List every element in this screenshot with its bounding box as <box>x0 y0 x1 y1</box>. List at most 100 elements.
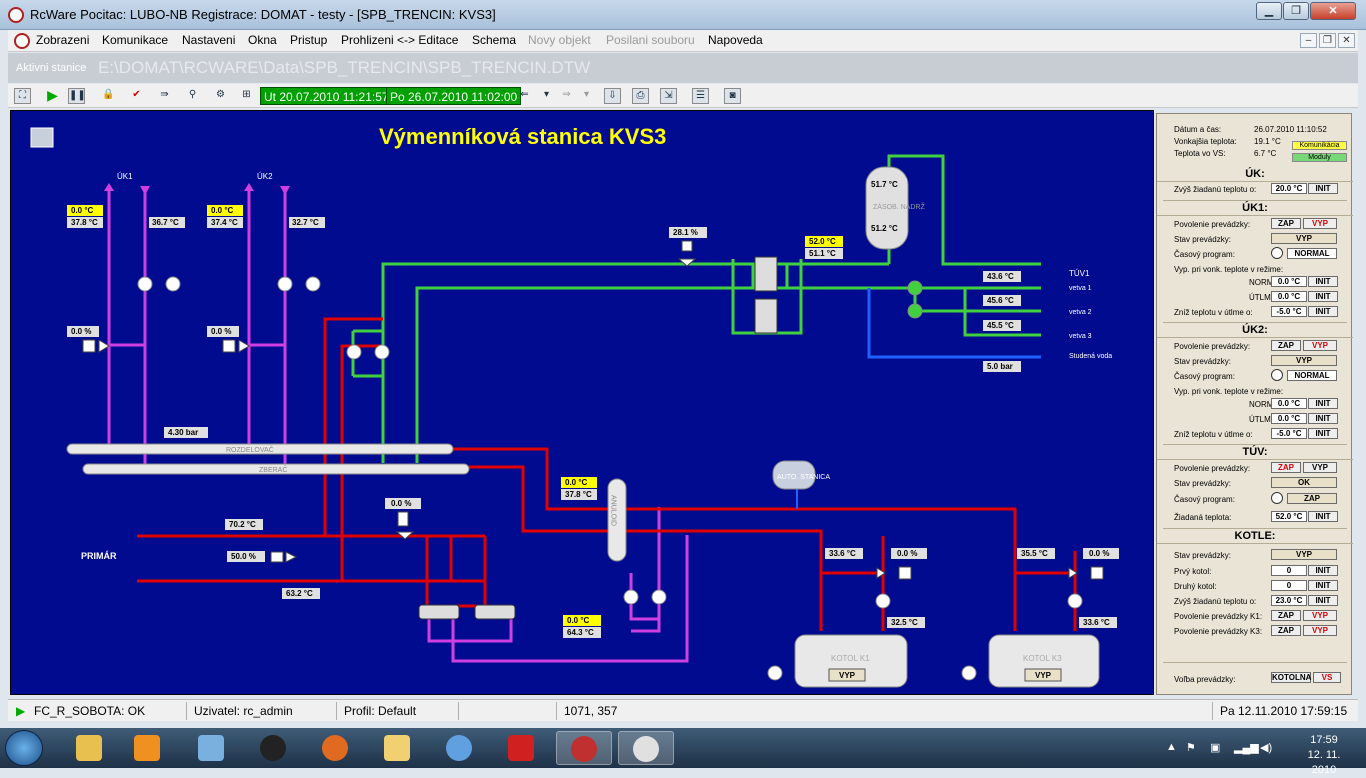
k3-vyp-button[interactable]: VYP <box>1303 625 1337 636</box>
fit-icon[interactable]: ⛶ <box>14 88 31 104</box>
uk1-reduce-init-button[interactable]: INIT <box>1308 306 1338 317</box>
k3-zap-button[interactable]: ZAP <box>1271 625 1301 636</box>
menu-komunikace[interactable]: Komunikace <box>102 33 169 47</box>
play-icon[interactable]: ▶ <box>47 87 58 103</box>
tray-signal-icon[interactable]: ▂▄▆ <box>1234 742 1259 754</box>
tuv-setpoint-init-button[interactable]: INIT <box>1308 511 1338 522</box>
tuv-zap-button[interactable]: ZAP <box>1271 462 1301 473</box>
kotle-raise-init-button[interactable]: INIT <box>1308 595 1338 606</box>
vs-button[interactable]: VS <box>1313 672 1341 683</box>
second-boiler-value[interactable]: 0 <box>1271 580 1307 591</box>
close-button[interactable]: ✕ <box>1310 2 1356 20</box>
kotle-raise-value[interactable]: 23.0 °C <box>1271 595 1307 606</box>
taskbar-paint[interactable] <box>618 731 674 765</box>
uk2-reduce-value[interactable]: -5.0 °C <box>1271 428 1307 439</box>
print-icon[interactable]: ⎙ <box>632 88 649 104</box>
taskbar-rcware[interactable] <box>556 731 612 765</box>
zoom-100-icon[interactable]: ⚲ <box>188 89 197 100</box>
date-from-field[interactable]: Ut 20.07.2010 11:21:57 <box>260 87 393 105</box>
taskbar-pdf[interactable] <box>494 731 550 765</box>
menu-posilani-souboru: Posilani souboru <box>606 33 695 47</box>
second-boiler-init-button[interactable]: INIT <box>1308 580 1338 591</box>
first-boiler-init-button[interactable]: INIT <box>1308 565 1338 576</box>
maximize-button[interactable]: ❐ <box>1283 2 1309 20</box>
uk1-normal-init-button[interactable]: INIT <box>1308 276 1338 287</box>
uk1-schedule-value[interactable]: NORMAL <box>1287 248 1337 259</box>
taskbar-globe[interactable] <box>432 731 488 765</box>
tuv-clock-icon[interactable] <box>1271 492 1283 504</box>
tuv-vyp-button[interactable]: VYP <box>1303 462 1337 473</box>
menu-zobrazeni[interactable]: Zobrazeni <box>36 33 90 47</box>
clock-date: 12. 11. 2010 <box>1307 749 1341 776</box>
k1-vyp-button[interactable]: VYP <box>1303 610 1337 621</box>
back-arrow-icon[interactable]: ⇐ <box>520 89 529 100</box>
menu-nastaveni[interactable]: Nastaveni <box>182 33 236 47</box>
uk1-vyp-button[interactable]: VYP <box>1303 218 1337 229</box>
table-icon[interactable]: ☰ <box>692 88 709 104</box>
menu-okna[interactable]: Okna <box>248 33 277 47</box>
first-boiler-value[interactable]: 0 <box>1271 565 1307 576</box>
tuv-setpoint-value[interactable]: 52.0 °C <box>1271 511 1307 522</box>
boiler-k1 <box>794 634 908 688</box>
uk1-clock-icon[interactable] <box>1271 247 1283 259</box>
taskbar-mail[interactable] <box>370 731 426 765</box>
uk1-utlm-init-button[interactable]: INIT <box>1308 291 1338 302</box>
uk2-schedule-value[interactable]: NORMAL <box>1287 370 1337 381</box>
uk2-normal-init-button[interactable]: INIT <box>1308 398 1338 409</box>
menu-prohlizeni-editace[interactable]: Prohlizeni <-> Editace <box>341 33 459 47</box>
boiler-k3-state[interactable] <box>1024 668 1062 682</box>
menu-napoveda[interactable]: Napoveda <box>708 33 763 47</box>
mdi-restore-button[interactable]: ❐ <box>1319 33 1336 48</box>
uk-raise-init-button[interactable]: INIT <box>1308 183 1338 194</box>
tray-arrow-icon[interactable]: ▲ <box>1166 741 1177 753</box>
taskbar-clock[interactable]: 17:59 12. 11. 2010 <box>1294 733 1354 778</box>
uk2-reduce-init-button[interactable]: INIT <box>1308 428 1338 439</box>
pause-icon[interactable]: ❚❚ <box>68 88 86 104</box>
uk-raise-value[interactable]: 20.0 °C <box>1271 183 1307 194</box>
menu-pristup[interactable]: Pristup <box>290 33 328 47</box>
taskbar-firefox[interactable] <box>308 731 364 765</box>
date-to-field[interactable]: Po 26.07.2010 11:02:00 <box>386 87 522 105</box>
minimize-button[interactable]: ▁ <box>1256 2 1282 20</box>
uk2-temp-b: 37.4 °C <box>211 218 238 227</box>
k1-valve: 0.0 % <box>897 549 917 558</box>
dropdown-icon[interactable]: ▾ <box>543 89 550 100</box>
uk1-utlm-value[interactable]: 0.0 °C <box>1271 291 1307 302</box>
forward-icon[interactable]: ⇛ <box>160 89 169 100</box>
camera-icon[interactable]: ◙ <box>724 88 741 104</box>
uk1-reduce-value[interactable]: -5.0 °C <box>1271 306 1307 317</box>
import-icon[interactable]: ⇩ <box>604 88 621 104</box>
uk2-normal-value[interactable]: 0.0 °C <box>1271 398 1307 409</box>
boiler-k1-state[interactable] <box>828 668 866 682</box>
schema-menu-button[interactable] <box>30 127 54 148</box>
k1-zap-button[interactable]: ZAP <box>1271 610 1301 621</box>
uk1-zap-button[interactable]: ZAP <box>1271 218 1301 229</box>
taskbar-hp[interactable] <box>246 731 302 765</box>
connect-icon[interactable]: ⚙ <box>216 89 225 100</box>
uk2-zap-button[interactable]: ZAP <box>1271 340 1301 351</box>
uk2-utlm-value[interactable]: 0.0 °C <box>1271 413 1307 424</box>
lock-icon[interactable]: 🔒 <box>102 89 115 100</box>
uk2-clock-icon[interactable] <box>1271 369 1283 381</box>
uk2-utlm-init-button[interactable]: INIT <box>1308 413 1338 424</box>
mdi-minimize-button[interactable]: – <box>1300 33 1317 48</box>
taskbar-explorer[interactable] <box>62 731 118 765</box>
tuv-schedule-value[interactable]: ZAP <box>1287 493 1337 504</box>
taskbar-media[interactable] <box>120 731 176 765</box>
tray-volume-icon[interactable]: ◀) <box>1260 742 1273 754</box>
window-titlebar[interactable]: RcWare Pocitac: LUBO-NB Registrace: DOMA… <box>0 0 1366 30</box>
kotolna-button[interactable]: KOTOLNA <box>1271 672 1312 683</box>
mdi-close-button[interactable]: ✕ <box>1338 33 1355 48</box>
export-icon[interactable]: ⇲ <box>660 88 677 104</box>
check-icon[interactable]: ✔ <box>132 89 141 100</box>
uk2-vyp-button[interactable]: VYP <box>1303 340 1337 351</box>
tray-flag-icon[interactable]: ⚑ <box>1186 742 1196 754</box>
network-icon[interactable]: ⊞ <box>242 89 251 100</box>
tray-power-icon[interactable]: ▣ <box>1210 742 1221 754</box>
start-button[interactable] <box>5 730 43 766</box>
menu-schema[interactable]: Schema <box>472 33 517 47</box>
taskbar-network[interactable] <box>184 731 240 765</box>
document-icon[interactable] <box>14 33 30 49</box>
uk1-normal-value[interactable]: 0.0 °C <box>1271 276 1307 287</box>
valves[interactable] <box>82 240 1104 580</box>
